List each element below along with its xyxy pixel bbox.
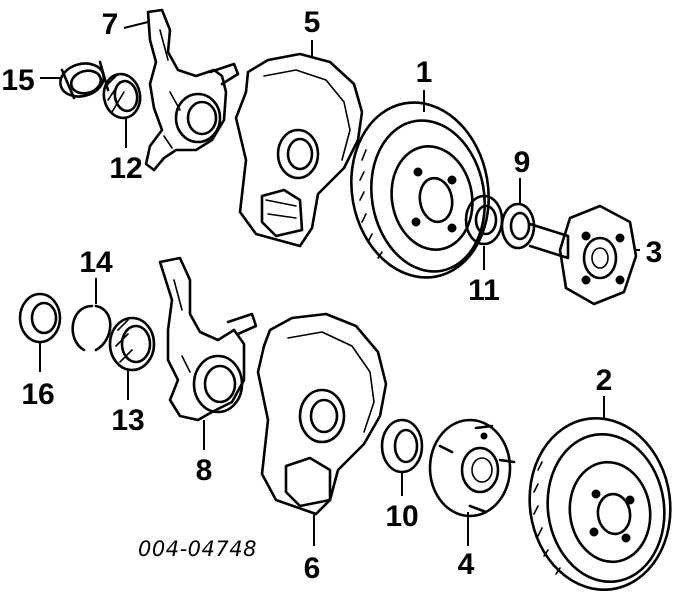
callout-14: 14 <box>79 246 113 279</box>
brake-rotor-part-2 <box>528 416 672 592</box>
callout-4: 4 <box>458 548 475 581</box>
hub-part-3 <box>528 204 638 306</box>
leader-lines <box>39 21 640 546</box>
callout-16: 16 <box>21 378 54 411</box>
bearing-part-10 <box>380 418 424 474</box>
knuckle-part-7 <box>144 8 240 172</box>
callout-3: 3 <box>646 236 663 269</box>
seal-part-15 <box>59 60 110 100</box>
callout-7: 7 <box>102 8 119 41</box>
dust-shield-part-5 <box>234 52 364 248</box>
callout-15: 15 <box>1 64 34 97</box>
knuckle-part-8 <box>158 256 258 422</box>
brake-rotor-part-1 <box>350 101 490 279</box>
callout-5: 5 <box>304 6 321 39</box>
callout-10: 10 <box>385 500 418 533</box>
bearing-part-12 <box>102 72 142 120</box>
callout-2: 2 <box>596 364 613 397</box>
bearing-part-13 <box>108 316 156 372</box>
callout-9: 9 <box>514 146 531 179</box>
callout-8: 8 <box>196 454 213 487</box>
bearing-part-9 <box>500 202 536 250</box>
snap-ring-part-14 <box>71 304 112 352</box>
dust-shield-part-6 <box>256 312 388 516</box>
callout-6: 6 <box>304 552 321 585</box>
callout-11: 11 <box>468 274 500 307</box>
hub-part-4 <box>428 418 516 518</box>
callout-labels: 1 2 3 4 5 6 7 8 9 10 11 12 13 14 15 16 <box>1 6 662 585</box>
callout-13: 13 <box>111 404 144 437</box>
callout-12: 12 <box>109 152 142 185</box>
callout-1: 1 <box>416 56 433 89</box>
seal-part-16 <box>18 292 62 344</box>
catalog-number: 004-04748 <box>138 537 257 561</box>
bearing-part-11 <box>464 194 504 246</box>
